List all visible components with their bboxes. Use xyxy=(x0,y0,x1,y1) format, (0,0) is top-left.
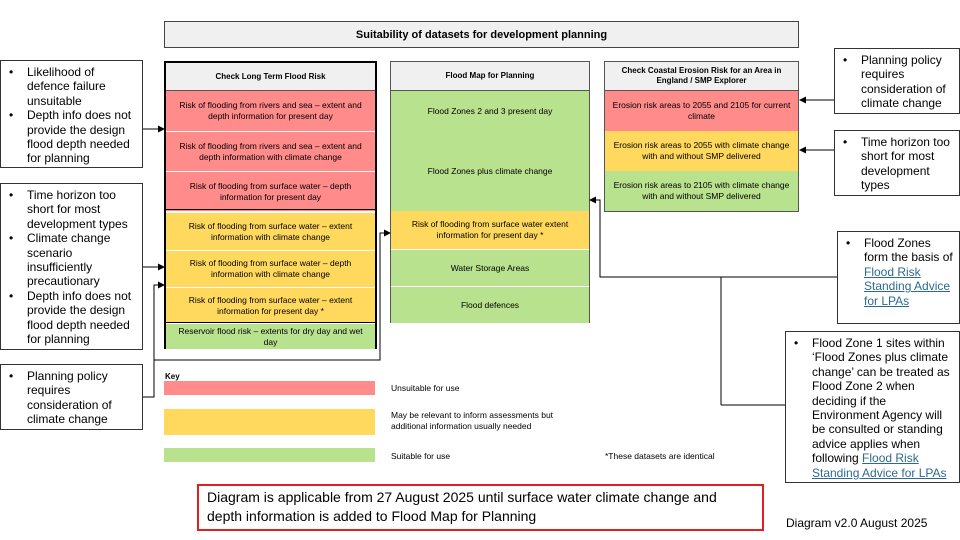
callout-item: Climate change scenario insufficiently p… xyxy=(9,231,136,289)
coastal-row-current: Erosion risk areas to 2055 and 2105 for … xyxy=(605,91,798,131)
key-swatch-suitable xyxy=(164,448,375,462)
applicability-note: Diagram is applicable from 27 August 202… xyxy=(197,484,764,531)
fmfp-header: Flood Map for Planning xyxy=(391,62,589,91)
fmfp-row-flood-defences: Flood defences xyxy=(391,286,589,323)
callout-item: Planning policy requires consideration o… xyxy=(843,53,953,111)
ltfr-row-rivers-sea-present: Risk of flooding from rivers and sea – e… xyxy=(166,91,375,131)
callout-item: Time horizon too short for most developm… xyxy=(9,188,136,231)
key-footnote: *These datasets are identical xyxy=(605,451,715,461)
coastal-row-2055-climate: Erosion risk areas to 2055 with climate … xyxy=(605,131,798,171)
ltfr-row-surface-extent-present: Risk of flooding from surface water – ex… xyxy=(166,287,375,323)
key-label: Key xyxy=(165,372,180,381)
coastal-column: Check Coastal Erosion Risk for an Area i… xyxy=(604,61,799,212)
ltfr-column: Check Long Term Flood Risk Risk of flood… xyxy=(164,61,377,349)
key-swatch-relevant xyxy=(164,409,375,435)
callout-item: Time horizon too short for most developm… xyxy=(843,135,953,193)
fmfp-row-water-storage: Water Storage Areas xyxy=(391,249,589,286)
key-swatch-unsuitable xyxy=(164,381,375,395)
arrow-right3 xyxy=(589,196,837,278)
callout-left-time-horizon: Time horizon too short for most developm… xyxy=(0,183,143,350)
diagram-version: Diagram v2.0 August 2025 xyxy=(786,516,928,530)
flood-risk-standing-advice-link[interactable]: Flood Risk Standing Advice for LPAs xyxy=(812,451,947,480)
callout-item: Flood Zones form the basis of Flood Risk… xyxy=(846,236,953,308)
arrow-ltfr-to-fmfp xyxy=(153,229,391,361)
callout-right-flood-zone-1: Flood Zone 1 sites within ‘Flood Zones p… xyxy=(785,331,960,483)
fmfp-row-surface-extent: Risk of flooding from surface water exte… xyxy=(391,211,589,249)
ltfr-header: Check Long Term Flood Risk xyxy=(166,63,375,91)
arrow-left3 xyxy=(143,281,165,398)
callout-right-flood-zones-basis: Flood Zones form the basis of Flood Risk… xyxy=(837,231,960,324)
fmfp-row-fz-climate: Flood Zones plus climate change xyxy=(391,131,589,211)
callout-item: Depth info does not provide the design f… xyxy=(9,108,136,166)
callout-left-defence-depth: Likelihood of defence failure unsuitable… xyxy=(0,60,143,168)
fmfp-row-fz23: Flood Zones 2 and 3 present day xyxy=(391,91,589,131)
callout-left-planning-policy: Planning policy requires consideration o… xyxy=(0,364,143,430)
flood-risk-standing-advice-link[interactable]: Flood Risk Standing Advice for LPAs xyxy=(864,264,951,308)
key-text-unsuitable: Unsuitable for use xyxy=(391,383,460,393)
callout-item: Planning policy requires consideration o… xyxy=(9,369,136,427)
coastal-header: Check Coastal Erosion Risk for an Area i… xyxy=(605,62,798,91)
key-text-relevant: May be relevant to inform assessments bu… xyxy=(391,410,554,432)
callout-item: Likelihood of defence failure unsuitable xyxy=(9,65,136,108)
callout-right-time-horizon: Time horizon too short for most developm… xyxy=(834,130,960,196)
ltfr-row-rivers-sea-climate: Risk of flooding from rivers and sea – e… xyxy=(166,131,375,171)
callout-right-planning-policy: Planning policy requires consideration o… xyxy=(834,48,960,114)
callout-item: Depth info does not provide the design f… xyxy=(9,289,136,347)
ltfr-row-reservoir: Reservoir flood risk – extents for dry d… xyxy=(166,324,375,349)
callout-text: Flood Zones form the basis of xyxy=(864,236,953,265)
ltfr-row-surface-depth-climate: Risk of flooding from surface water – de… xyxy=(166,250,375,287)
ltfr-row-surface-extent-climate: Risk of flooding from surface water – ex… xyxy=(166,213,375,250)
callout-item: Flood Zone 1 sites within ‘Flood Zones p… xyxy=(794,336,953,480)
callout-text: Flood Zone 1 sites within ‘Flood Zones p… xyxy=(812,336,950,466)
ltfr-row-surface-depth-present: Risk of flooding from surface water – de… xyxy=(166,171,375,211)
coastal-row-2105-climate: Erosion risk areas to 2105 with climate … xyxy=(605,171,798,211)
fmfp-column: Flood Map for Planning Flood Zones 2 and… xyxy=(390,61,590,323)
diagram-title: Suitability of datasets for development … xyxy=(164,21,799,48)
key-text-suitable: Suitable for use xyxy=(391,451,451,461)
